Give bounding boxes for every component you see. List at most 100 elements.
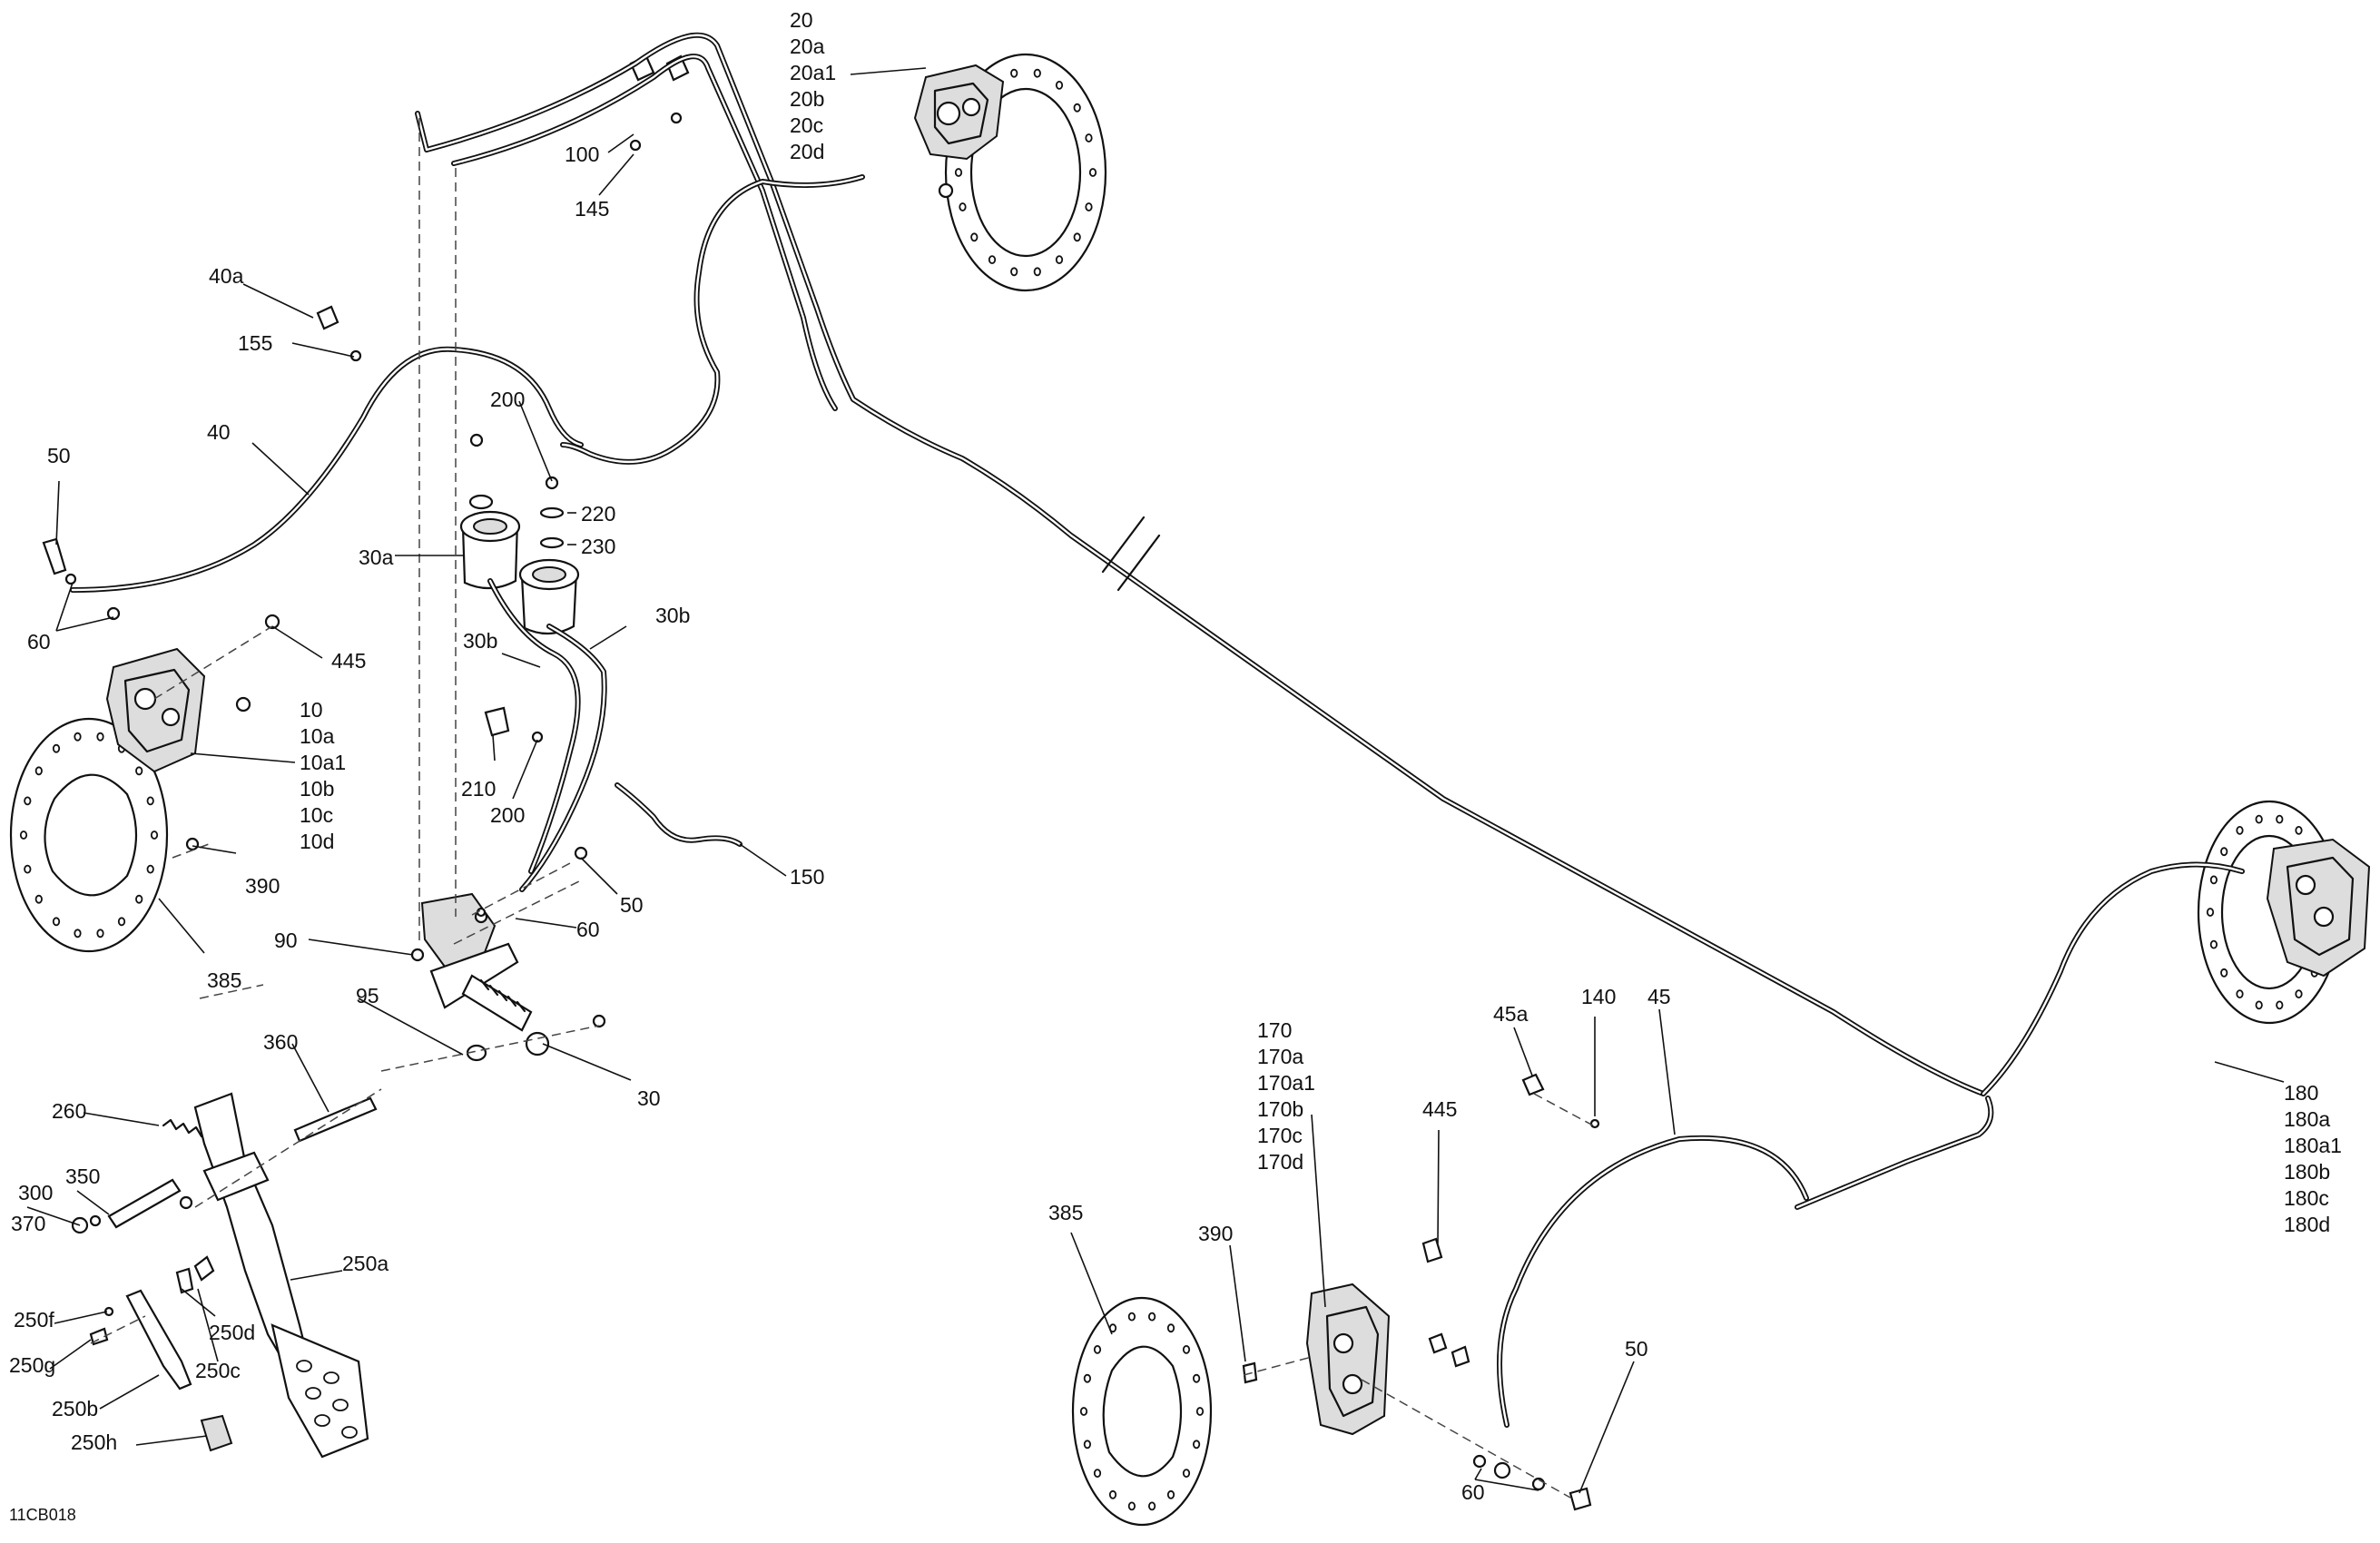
disc-hole <box>74 929 82 939</box>
callout-250g: 250g <box>9 1353 55 1377</box>
disc-hole <box>1195 1407 1205 1416</box>
callout-labels: 20 20a 20a1 20b 20c 20d 100 145 40a 155 … <box>9 8 2342 1524</box>
callout-30b-left: 30b <box>463 629 497 653</box>
pedal-pad-hole <box>296 1360 312 1372</box>
disc-hole <box>135 766 143 776</box>
pedal-lever-250b <box>125 1289 192 1391</box>
callout-250h: 250h <box>71 1430 117 1454</box>
callout-60-right: 60 <box>1461 1480 1485 1504</box>
pedal-pivot-pin-360 <box>293 1096 378 1143</box>
callout-250f: 250f <box>14 1308 54 1332</box>
callout-170a: 170a <box>1257 1045 1303 1068</box>
callout-90: 90 <box>274 929 298 952</box>
brake-fluid-reservoir-30a <box>459 510 521 590</box>
brake-fluid-reservoir-30b <box>518 558 580 635</box>
disc-hole <box>1073 103 1081 113</box>
disc-hole <box>146 864 154 874</box>
callout-350: 350 <box>65 1165 100 1188</box>
disc-hole <box>1085 202 1093 211</box>
disc-hole <box>2295 826 2303 835</box>
disc-hole <box>2276 814 2284 824</box>
rear-left-brake-disc <box>1071 1296 1213 1527</box>
disc-hole <box>1166 1323 1175 1333</box>
pedal-clip-250h <box>200 1414 233 1452</box>
disc-hole <box>2220 968 2228 978</box>
disc-hole <box>1083 1440 1092 1450</box>
pedal-pad-hole <box>305 1387 321 1400</box>
disc-hole <box>1127 1501 1136 1511</box>
callout-60-mid: 60 <box>576 918 600 941</box>
disc-hole <box>96 732 104 742</box>
callout-20a: 20a <box>790 34 825 58</box>
callout-170c: 170c <box>1257 1124 1303 1147</box>
callout-250a: 250a <box>342 1252 388 1275</box>
disc-hole <box>1033 68 1041 78</box>
master-cylinder <box>420 892 550 1057</box>
disc-hole <box>1093 1469 1102 1478</box>
disc-hole <box>135 894 143 904</box>
assembly-guide-lines <box>90 118 1594 1499</box>
disc-hole <box>146 796 154 806</box>
callout-10c: 10c <box>300 803 333 827</box>
disc-hole <box>1166 1489 1175 1499</box>
front-left-caliper <box>105 647 206 773</box>
disc-hole <box>96 929 104 939</box>
callout-20d: 20d <box>790 140 824 163</box>
callout-260: 260 <box>52 1099 86 1123</box>
disc-hole <box>34 766 43 776</box>
callout-170b: 170b <box>1257 1097 1303 1121</box>
front-left-brake-disc <box>9 717 169 953</box>
disc-hole <box>1093 1345 1102 1354</box>
disc-hole <box>74 732 82 742</box>
callout-220: 220 <box>581 502 615 526</box>
callout-10: 10 <box>300 698 323 722</box>
disc-hole <box>1033 267 1041 277</box>
callout-10d: 10d <box>300 830 334 853</box>
disc-hole <box>1193 1440 1201 1450</box>
disc-hole <box>1055 255 1064 265</box>
brake-pedal <box>193 1092 369 1459</box>
rear-left-caliper <box>1305 1283 1391 1436</box>
callout-170a1: 170a1 <box>1257 1071 1315 1095</box>
callout-390-right: 390 <box>1198 1222 1233 1245</box>
disc-hole <box>1127 1312 1136 1322</box>
drawing-code: 11CB018 <box>9 1506 76 1524</box>
callout-45: 45 <box>1647 985 1671 1008</box>
disc-hole <box>2236 989 2244 998</box>
disc-hole <box>34 894 43 904</box>
disc-hole <box>1108 1489 1117 1499</box>
brake-lines <box>70 32 2245 1428</box>
callout-50-mid: 50 <box>620 893 644 917</box>
front-right-caliper <box>913 64 1005 199</box>
callout-200-top: 200 <box>490 388 525 411</box>
disc-hole <box>1073 232 1081 242</box>
callout-360: 360 <box>263 1030 298 1054</box>
callout-250c: 250c <box>195 1359 241 1382</box>
callout-180a1: 180a1 <box>2284 1134 2342 1157</box>
pedal-pad-hole <box>341 1426 358 1439</box>
disc-hole <box>2206 908 2215 917</box>
disc-hole <box>1055 81 1064 90</box>
callout-445-right: 445 <box>1422 1097 1457 1121</box>
disc-hole <box>1010 68 1018 78</box>
pedal-pad-hole <box>323 1371 339 1384</box>
disc-hole <box>150 830 159 840</box>
callout-10a1: 10a1 <box>300 751 346 774</box>
disc-hole <box>24 796 32 806</box>
callout-180: 180 <box>2284 1081 2318 1105</box>
callout-385-right: 385 <box>1048 1201 1083 1224</box>
callout-10a: 10a <box>300 724 335 748</box>
callout-30: 30 <box>637 1086 661 1110</box>
disc-hole <box>1085 133 1093 143</box>
disc-hole <box>2295 989 2303 998</box>
callout-200-mid: 200 <box>490 803 525 827</box>
callout-390-left: 390 <box>245 874 280 898</box>
pedal-pad-hole <box>332 1399 349 1411</box>
disc-hole <box>1083 1373 1092 1383</box>
callout-30b-right: 30b <box>655 604 690 627</box>
disc-hole <box>2220 847 2228 857</box>
disc-hole <box>959 202 967 211</box>
pedal-bushing-350 <box>107 1178 182 1229</box>
disc-hole <box>954 168 963 177</box>
